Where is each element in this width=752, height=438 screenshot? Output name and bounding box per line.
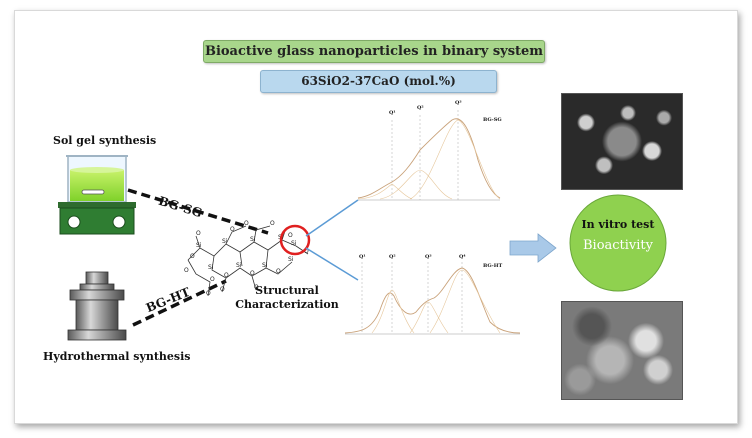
spectrum-bottom-name: BG-HT bbox=[483, 263, 503, 269]
sg-dashed-line bbox=[127, 188, 269, 235]
sol-gel-beaker-icon bbox=[66, 155, 128, 203]
svg-text:O: O bbox=[288, 232, 293, 239]
svg-text:O: O bbox=[190, 253, 195, 260]
svg-text:Si: Si bbox=[288, 256, 294, 263]
svg-text:O: O bbox=[210, 276, 215, 283]
ht-dashed-line bbox=[132, 279, 227, 327]
sem-image-bottom bbox=[561, 301, 683, 400]
svg-text:O: O bbox=[250, 270, 255, 277]
svg-text:O: O bbox=[254, 284, 259, 291]
spectrum-top-peak-3: Q³ bbox=[455, 100, 462, 106]
svg-text:Si: Si bbox=[222, 238, 228, 245]
spectrum-bottom-panel bbox=[344, 262, 521, 335]
svg-text:O: O bbox=[244, 220, 249, 227]
svg-text:Si: Si bbox=[236, 262, 242, 269]
bioactivity-circle bbox=[569, 194, 667, 292]
connector-bottom bbox=[305, 247, 359, 281]
spectrum-bottom-peak-3: Q³ bbox=[425, 254, 432, 260]
composition-banner: 63SiO2-37CaO (mol.%) bbox=[260, 70, 497, 93]
svg-text:O: O bbox=[206, 290, 211, 297]
connector-top bbox=[305, 199, 359, 237]
svg-text:Si: Si bbox=[291, 240, 297, 247]
hydrothermal-label: Hydrothermal synthesis bbox=[43, 350, 191, 363]
in-vitro-label: In vitro test bbox=[581, 218, 655, 231]
svg-text:Si: Si bbox=[250, 236, 256, 243]
structural-label-line1: Structural bbox=[255, 284, 319, 297]
svg-text:O: O bbox=[224, 272, 229, 279]
svg-text:O: O bbox=[220, 286, 225, 293]
sem-image-top bbox=[561, 93, 683, 190]
silicate-network-icon bbox=[187, 225, 309, 297]
svg-text:O: O bbox=[230, 226, 235, 233]
svg-text:O: O bbox=[184, 267, 189, 274]
structural-label-line2: Characterization bbox=[235, 298, 339, 311]
bioactivity-label: Bioactivity bbox=[582, 238, 654, 253]
hot-plate-icon bbox=[58, 202, 136, 235]
spectrum-bottom-peak-2: Q² bbox=[389, 254, 396, 260]
svg-text:Si: Si bbox=[208, 264, 214, 271]
spectrum-bottom-peak-4: Q⁴ bbox=[459, 254, 466, 260]
spectrum-top-panel bbox=[357, 110, 501, 201]
sol-gel-label: Sol gel synthesis bbox=[53, 134, 157, 147]
spectrum-top-name: BG-SG bbox=[483, 117, 502, 123]
highlight-ring bbox=[279, 224, 311, 256]
svg-text:Si: Si bbox=[262, 262, 268, 269]
autoclave-icon bbox=[67, 271, 127, 341]
svg-text:O: O bbox=[270, 220, 275, 227]
spectrum-top-peak-1: Q¹ bbox=[389, 110, 396, 116]
svg-text:O: O bbox=[276, 268, 281, 275]
svg-text:O: O bbox=[304, 248, 309, 255]
title-banner: Bioactive glass nanoparticles in binary … bbox=[203, 40, 545, 63]
arrow-right-icon bbox=[509, 233, 557, 263]
spectrum-bottom-peak-1: Q¹ bbox=[359, 254, 366, 260]
spectrum-top-peak-2: Q² bbox=[417, 105, 424, 111]
svg-text:O: O bbox=[196, 230, 201, 237]
svg-text:Si: Si bbox=[196, 242, 202, 249]
